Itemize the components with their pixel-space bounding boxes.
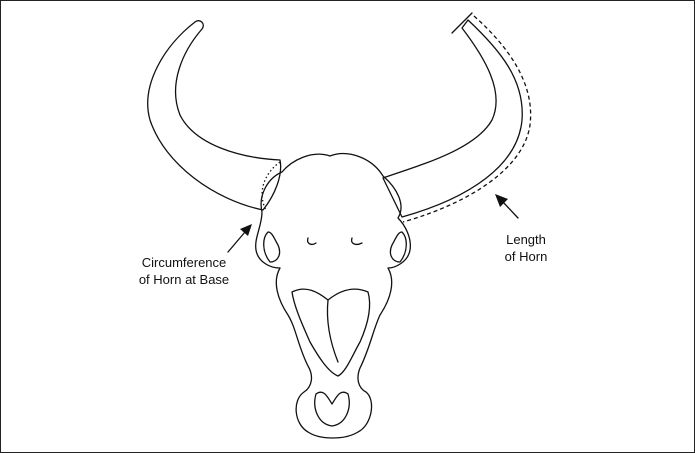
nostril-loop	[315, 392, 349, 426]
right-horn	[383, 20, 522, 217]
right-brow-mark	[352, 238, 362, 244]
length-label-line1: Length	[506, 232, 546, 247]
length-arrow-shaft	[503, 202, 518, 218]
left-orbit	[264, 232, 280, 262]
left-brow-mark	[308, 238, 316, 244]
circumference-label-line2: of Horn at Base	[139, 272, 229, 287]
left-horn	[148, 21, 281, 210]
circumference-arrow-shaft	[228, 232, 245, 252]
circumference-arrowhead	[240, 224, 252, 236]
nasal-line	[327, 300, 338, 362]
inner-face-contour	[292, 289, 370, 376]
right-orbit	[390, 232, 406, 262]
length-label-line2: of Horn	[505, 249, 548, 264]
circumference-label-line1: Circumference	[142, 255, 227, 270]
right-horn-tip-marker	[452, 13, 472, 33]
